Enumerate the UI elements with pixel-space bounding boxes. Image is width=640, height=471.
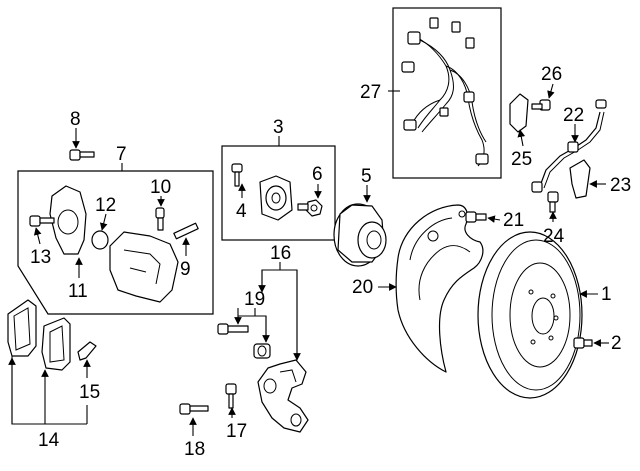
callout-23: 23 [610, 175, 631, 196]
callout-14: 14 [38, 430, 60, 451]
guide-pin-bolt [217, 323, 249, 335]
callout-24: 24 [543, 226, 565, 247]
hose-bracket [569, 159, 591, 199]
callout-5: 5 [361, 166, 372, 187]
callout-2: 2 [611, 333, 622, 354]
callout-11: 11 [68, 281, 88, 302]
shield-bolt [465, 211, 487, 223]
callout-10: 10 [150, 177, 171, 198]
callout-22: 22 [563, 105, 584, 126]
caliper-group-box [17, 170, 214, 315]
caliper-carrier [109, 231, 179, 303]
bracket-bolt-lower [179, 403, 209, 415]
caliper-mount-bolt [69, 149, 95, 161]
hub-bolt [231, 163, 243, 187]
brake-pad-inner [41, 317, 71, 371]
callout-13: 13 [30, 247, 51, 268]
wheel-hub [333, 203, 387, 267]
sensor-harness-box [392, 7, 502, 179]
callout-17: 17 [226, 421, 247, 442]
axle-nut [297, 199, 323, 217]
sensor-bracket [509, 93, 529, 133]
piston-seal [91, 230, 109, 250]
callout-8: 8 [70, 109, 81, 130]
leader-lines [8, 83, 609, 436]
abs-sensor-harness [401, 17, 489, 167]
bleeder-cap [155, 207, 165, 231]
brake-disc [477, 231, 583, 399]
sensor-bracket-bolt [531, 99, 551, 111]
caliper-bracket [257, 359, 309, 433]
callout-26: 26 [541, 64, 562, 85]
brake-pad-outer [7, 299, 37, 357]
callout-15: 15 [79, 382, 100, 403]
bleeder-screw [173, 222, 199, 240]
pad-clip [77, 341, 97, 361]
callout-6: 6 [312, 164, 323, 185]
callout-9: 9 [180, 259, 191, 280]
bracket-bolt-upper [225, 383, 237, 409]
splash-shield [395, 204, 484, 373]
caliper-bolt [29, 215, 55, 227]
wheel-bolt [573, 337, 593, 349]
callout-21: 21 [503, 210, 524, 231]
callout-19: 19 [244, 289, 265, 310]
callout-1: 1 [601, 284, 612, 305]
brake-hose [531, 99, 607, 193]
callout-7: 7 [116, 144, 127, 165]
callout-3: 3 [273, 117, 284, 138]
callout-20: 20 [352, 277, 373, 298]
callout-18: 18 [184, 439, 205, 460]
hub-bearing [259, 175, 293, 221]
callout-27: 27 [360, 82, 381, 103]
caliper-housing [49, 185, 87, 255]
guide-sleeve [253, 343, 271, 359]
callout-12: 12 [95, 195, 116, 216]
bracket-bolt [547, 191, 559, 213]
callout-25: 25 [511, 149, 532, 170]
callout-4: 4 [236, 201, 247, 222]
callout-labels: 1 2 3 4 5 6 7 8 9 10 11 12 13 14 15 16 1… [30, 64, 631, 460]
callout-16: 16 [270, 243, 291, 264]
